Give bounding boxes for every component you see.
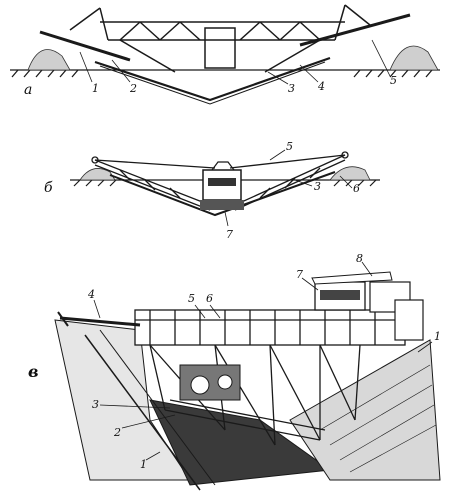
rail-left-c <box>84 334 201 491</box>
truss-frame-a <box>69 4 371 73</box>
callout-leaders-c <box>93 261 433 461</box>
panel-label-c: в <box>28 362 39 381</box>
conveyor-boom-c <box>59 316 141 327</box>
excavator-body-b <box>200 161 244 210</box>
canal-slope-right-c <box>289 339 441 481</box>
ground-line-a <box>10 69 440 78</box>
callout-a-1: 1 <box>92 82 99 95</box>
callout-a-2: 2 <box>129 82 137 95</box>
spoil-pile-right-a <box>389 45 439 71</box>
panel-b: б 5 3 6 7 <box>44 140 380 241</box>
spoil-pile-left-b <box>79 168 116 181</box>
callout-a-5: 5 <box>390 74 397 87</box>
callout-c-4: 4 <box>87 288 95 301</box>
callout-c-8: 8 <box>356 252 363 265</box>
machine-frame-c <box>134 309 406 446</box>
panel-a: а 1 2 3 4 5 <box>10 4 440 105</box>
callout-c-3: 3 <box>92 398 99 411</box>
canal-profile-b <box>109 171 336 217</box>
callout-c-2: 2 <box>113 426 121 439</box>
spoil-pile-right-b <box>329 166 371 181</box>
canal-profile-a <box>94 56 331 102</box>
panel-label-b: б <box>44 180 53 196</box>
truss-arms-b <box>91 151 349 211</box>
callout-leaders-a <box>79 39 391 85</box>
callout-c-1-left: 1 <box>140 458 147 471</box>
callout-c-7: 7 <box>296 268 303 281</box>
callout-b-5: 5 <box>286 140 293 153</box>
callout-c-6: 6 <box>206 292 213 305</box>
callout-b-7: 7 <box>226 228 233 241</box>
callout-a-4: 4 <box>317 80 325 93</box>
callout-a-3: 3 <box>288 82 295 95</box>
panel-c: в 4 5 6 7 8 1 3 2 1 <box>28 252 441 491</box>
operator-cabin-c <box>311 271 424 341</box>
slope-texture-c <box>319 364 437 473</box>
callout-c-1-right: 1 <box>434 330 441 343</box>
callout-leaders-b <box>224 149 353 227</box>
panel-label-a: а <box>24 82 32 98</box>
spoil-pile-left-a <box>27 49 71 71</box>
drive-unit-c <box>179 364 241 401</box>
conveyor-boom-left-a <box>39 30 131 62</box>
callout-b-6: 6 <box>353 182 360 195</box>
callout-c-5: 5 <box>188 292 195 305</box>
callout-b-3: 3 <box>314 180 321 193</box>
